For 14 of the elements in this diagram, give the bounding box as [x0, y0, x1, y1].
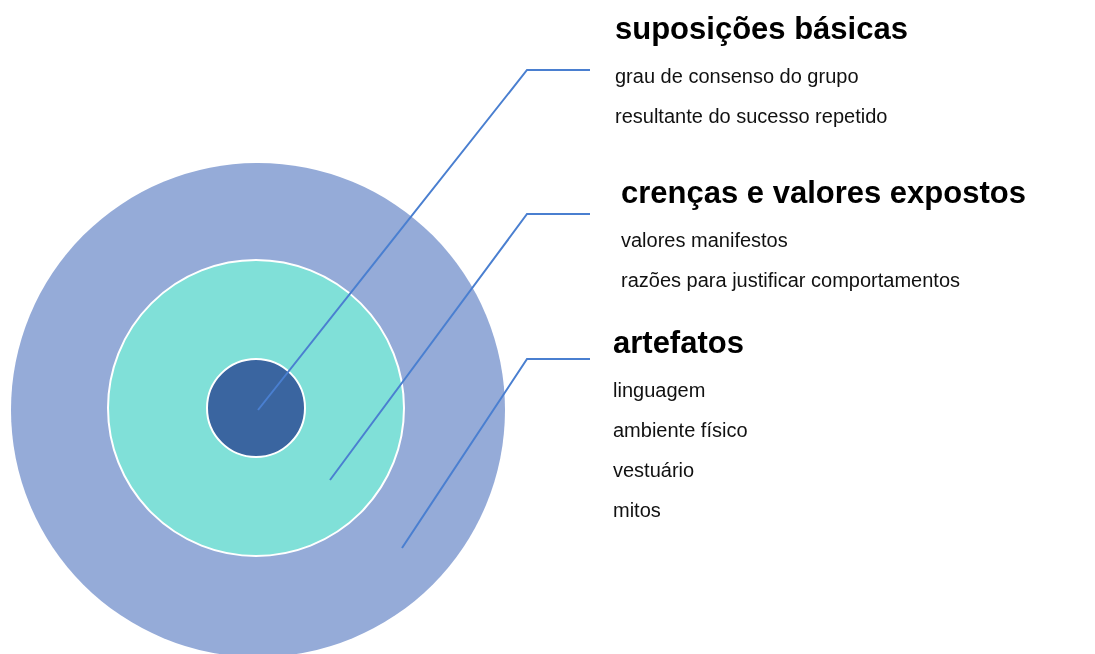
layer-item: vestuário: [613, 458, 695, 483]
layer-item: mitos: [613, 498, 661, 523]
layer-item: valores manifestos: [621, 228, 788, 253]
layer-item: razões para justificar comportamentos: [621, 268, 961, 293]
layer-item: resultante do sucesso repetido: [615, 104, 888, 129]
layer-heading: artefatos: [613, 324, 744, 362]
leader-line: [329, 213, 591, 481]
layer-heading: crenças e valores expostos: [621, 174, 1026, 212]
layer-item: grau de consenso do grupo: [615, 64, 859, 89]
layer-item: ambiente físico: [613, 418, 748, 443]
layer-item: linguagem: [613, 378, 706, 403]
leader-line: [257, 69, 591, 411]
leader-line: [401, 358, 591, 549]
layer-heading: suposições básicas: [615, 10, 908, 48]
